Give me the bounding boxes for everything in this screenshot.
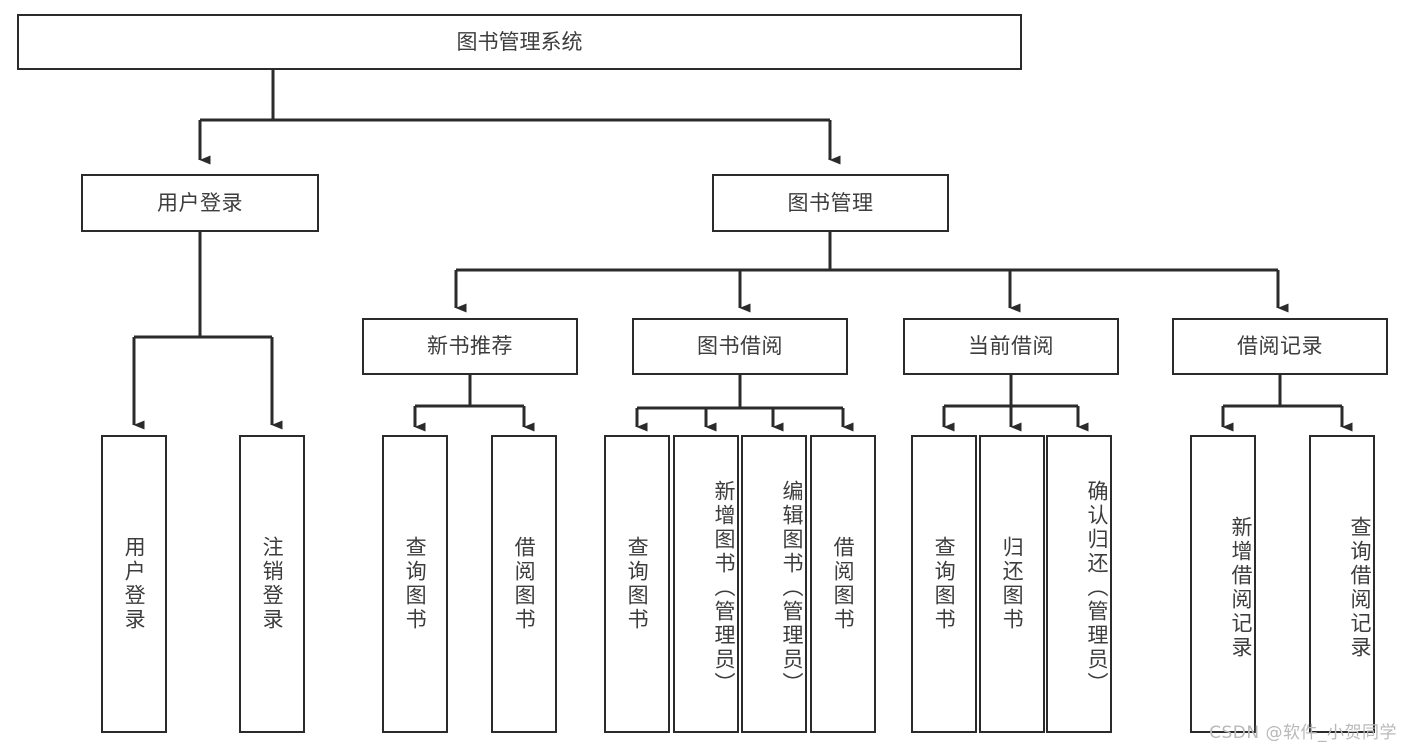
leaf-user-login-login[interactable]: 用户登录	[101, 435, 167, 733]
node-label: 查询借阅记录	[1348, 516, 1372, 660]
node-label: 图书借阅	[697, 334, 783, 359]
leaf-borrow-query-book[interactable]: 查询图书	[604, 435, 670, 733]
node-label: 借阅图书	[831, 536, 856, 632]
leaf-borrow-borrow-book[interactable]: 借阅图书	[810, 435, 876, 733]
node-label: 当前借阅	[968, 334, 1054, 359]
node-label: 图书管理	[787, 190, 874, 215]
node-label: 查询图书	[625, 536, 650, 632]
leaf-user-login-logout[interactable]: 注销登录	[239, 435, 305, 733]
watermark-csdn: CSDN @软件_小贺同学	[1209, 723, 1397, 743]
leaf-current-query-book[interactable]: 查询图书	[911, 435, 977, 733]
node-label: 借阅记录	[1237, 334, 1323, 359]
node-label: 用户登录	[157, 190, 243, 215]
leaf-recommend-borrow-book[interactable]: 借阅图书	[491, 435, 557, 733]
node-label: 注销登录	[260, 536, 285, 632]
node-label: 新增借阅记录	[1229, 516, 1253, 660]
leaf-current-confirm-return-admin[interactable]: 确认归还（管理员）	[1046, 435, 1112, 733]
node-user-login[interactable]: 用户登录	[81, 174, 319, 232]
node-label: 确认归还（管理员）	[1085, 480, 1109, 696]
node-book-management[interactable]: 图书管理	[712, 174, 949, 232]
node-label: 编辑图书（管理员）	[780, 480, 804, 696]
node-label: 查询图书	[403, 536, 428, 632]
node-label: 借阅图书	[512, 536, 537, 632]
leaf-recommend-query-book[interactable]: 查询图书	[382, 435, 448, 733]
leaf-record-add-record[interactable]: 新增借阅记录	[1190, 435, 1256, 733]
node-label: 新书推荐	[427, 334, 513, 359]
leaf-current-return-book[interactable]: 归还图书	[979, 435, 1045, 733]
node-current-borrow[interactable]: 当前借阅	[903, 318, 1119, 375]
node-label: 图书管理系统	[456, 29, 583, 54]
node-label: 归还图书	[1000, 536, 1025, 632]
node-new-book-recommend[interactable]: 新书推荐	[362, 318, 578, 375]
node-label: 新增图书（管理员）	[712, 480, 736, 696]
node-book-borrow[interactable]: 图书借阅	[632, 318, 848, 375]
leaf-borrow-edit-book-admin[interactable]: 编辑图书（管理员）	[741, 435, 807, 733]
node-label: 用户登录	[122, 536, 147, 632]
leaf-record-query-record[interactable]: 查询借阅记录	[1309, 435, 1375, 733]
node-borrow-record[interactable]: 借阅记录	[1172, 318, 1388, 375]
leaf-borrow-add-book-admin[interactable]: 新增图书（管理员）	[673, 435, 739, 733]
node-label: 查询图书	[932, 536, 957, 632]
node-root-system[interactable]: 图书管理系统	[17, 14, 1022, 70]
